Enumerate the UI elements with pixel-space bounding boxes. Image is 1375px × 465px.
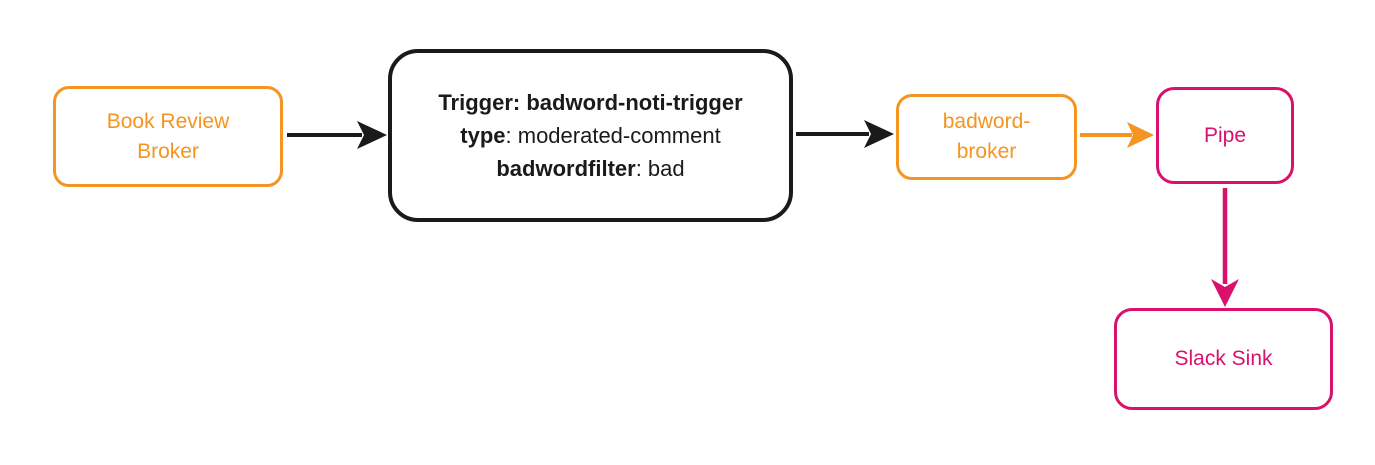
trigger-filter-value: : bad <box>635 156 685 181</box>
arrow-badword-broker-to-pipe <box>1080 122 1154 148</box>
arrowhead-icon <box>1127 122 1154 148</box>
arrowhead-icon <box>1211 279 1239 307</box>
arrowhead-icon <box>357 121 387 149</box>
node-label: Pipe <box>1203 123 1247 147</box>
node-label: Slack Sink <box>1174 347 1273 371</box>
trigger-type-value: : moderated-comment <box>505 123 721 148</box>
arrowhead-icon <box>864 120 894 148</box>
trigger-type-row: type: moderated-comment <box>460 119 720 152</box>
trigger-filter-key: badwordfilter <box>496 156 636 181</box>
arrow-pipe-to-slack-sink <box>1211 188 1239 307</box>
node-label: Book Review Broker <box>106 109 230 163</box>
node-trigger-badword-noti-trigger: Trigger: badword-noti-trigger type: mode… <box>388 49 793 222</box>
node-slack-sink: Slack Sink <box>1114 308 1333 410</box>
node-badword-broker: badword- broker <box>896 94 1077 180</box>
node-label: badword- broker <box>942 110 1031 163</box>
arrow-trigger-to-badword-broker <box>796 120 894 148</box>
node-book-review-broker: Book Review Broker <box>53 86 283 187</box>
arrow-book-review-broker-to-trigger <box>287 121 387 149</box>
trigger-type-key: type <box>460 123 506 148</box>
trigger-title: Trigger: badword-noti-trigger <box>438 90 743 115</box>
node-pipe: Pipe <box>1156 87 1294 184</box>
trigger-filter-row: badwordfilter: bad <box>496 152 684 185</box>
